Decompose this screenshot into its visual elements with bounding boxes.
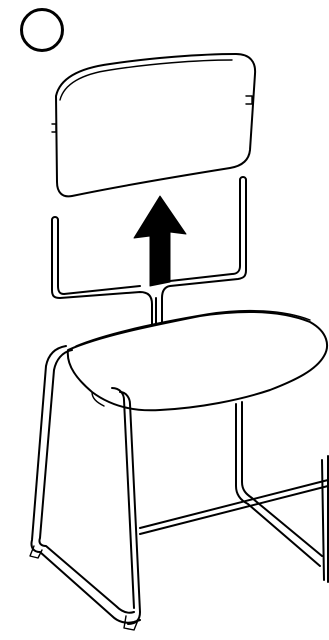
backrest-panel (52, 54, 255, 196)
up-arrow-icon (134, 196, 186, 286)
chair-seat (68, 311, 327, 411)
back-frame (52, 177, 246, 330)
